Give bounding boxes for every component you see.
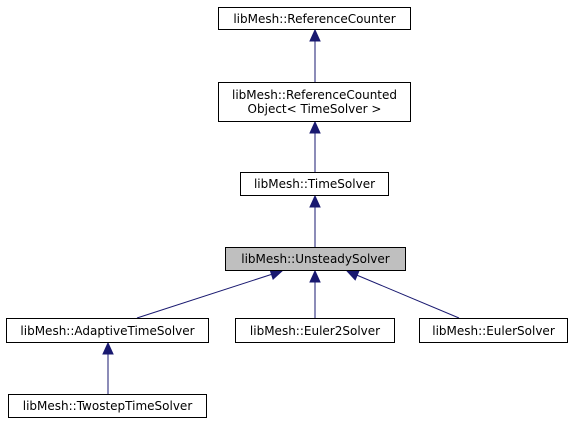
- node-euler2-solver-label: libMesh::Euler2Solver: [249, 323, 381, 338]
- node-reference-counter[interactable]: libMesh::ReferenceCounter: [218, 7, 411, 30]
- edge-reference-counted-object-to-reference-counter: [309, 28, 321, 82]
- node-unsteady-solver[interactable]: libMesh::UnsteadySolver: [225, 247, 406, 271]
- node-reference-counted-object-line2: Object< TimeSolver >: [247, 102, 382, 116]
- edge-euler2-solver-to-unsteady-solver: [309, 269, 321, 318]
- node-twostep-time-solver-label: libMesh::TwostepTimeSolver: [22, 399, 193, 413]
- node-reference-counter-label: libMesh::ReferenceCounter: [233, 11, 396, 26]
- node-reference-counted-object[interactable]: libMesh::ReferenceCounted Object< TimeSo…: [218, 82, 411, 122]
- edge-line: [356, 274, 460, 319]
- arrow-head-icon: [309, 120, 321, 134]
- node-euler-solver[interactable]: libMesh::EulerSolver: [419, 318, 568, 343]
- edge-adaptive-time-solver-to-unsteady-solver: [136, 269, 284, 319]
- edge-unsteady-solver-to-time-solver: [309, 194, 321, 247]
- arrow-head-icon: [102, 341, 114, 355]
- node-adaptive-time-solver[interactable]: libMesh::AdaptiveTimeSolver: [6, 318, 209, 343]
- arrow-head-icon: [269, 269, 284, 281]
- node-unsteady-solver-label: libMesh::UnsteadySolver: [241, 252, 390, 266]
- edge-twostep-time-solver-to-adaptive-time-solver: [102, 341, 114, 394]
- arrow-head-icon: [309, 269, 321, 283]
- node-euler2-solver[interactable]: libMesh::Euler2Solver: [235, 318, 395, 343]
- node-adaptive-time-solver-label: libMesh::AdaptiveTimeSolver: [20, 323, 195, 338]
- node-euler-solver-label: libMesh::EulerSolver: [432, 323, 555, 338]
- edge-line: [136, 273, 272, 319]
- node-time-solver[interactable]: libMesh::TimeSolver: [240, 172, 389, 196]
- node-twostep-time-solver[interactable]: libMesh::TwostepTimeSolver: [8, 394, 207, 418]
- arrow-head-icon: [309, 194, 321, 208]
- arrow-head-icon: [309, 28, 321, 42]
- node-time-solver-label: libMesh::TimeSolver: [253, 177, 376, 191]
- node-reference-counted-object-line1: libMesh::ReferenceCounted: [231, 88, 398, 102]
- arrow-head-icon: [345, 270, 360, 281]
- edge-time-solver-to-reference-counted-object: [309, 120, 321, 172]
- edge-euler-solver-to-unsteady-solver: [345, 270, 460, 319]
